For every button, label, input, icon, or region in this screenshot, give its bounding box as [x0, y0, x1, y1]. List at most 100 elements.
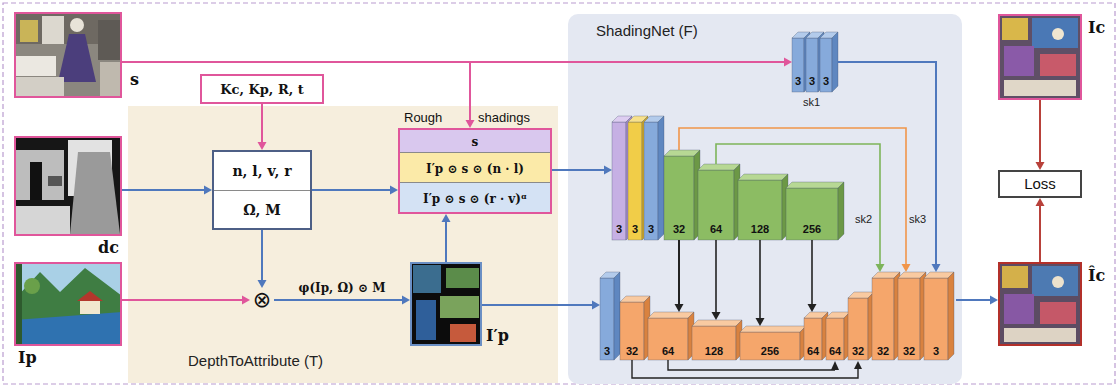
predicted-image [1002, 266, 1028, 288]
captured-image [1032, 18, 1078, 48]
channel-number: 64 [710, 222, 722, 236]
text-row: ⊗ [250, 288, 274, 312]
decoder-blocks [600, 272, 954, 360]
channel-number: 32 [673, 222, 685, 236]
predicted-image [1004, 328, 1076, 342]
text-row: Ω, M [214, 190, 310, 228]
connector-line [274, 299, 404, 301]
connector-line [552, 169, 606, 171]
depth-map [14, 136, 122, 236]
channel-number: 3 [933, 344, 939, 358]
skip-connection [854, 361, 862, 369]
node-text: Rough [404, 109, 442, 127]
connector-line [678, 240, 680, 306]
captured-image [1004, 46, 1034, 76]
region-ground [128, 106, 558, 383]
skip-connection [831, 361, 839, 370]
skip-connection [902, 264, 911, 272]
decoder-blocks [692, 320, 742, 326]
conv-blocks [792, 32, 838, 92]
projector-image [14, 262, 122, 346]
arrow-head [784, 58, 792, 67]
encoder-stack: 3333264128256 [612, 112, 848, 240]
decoder-stack: 3326412825664643232323 [600, 268, 956, 360]
image-frame: Îc [998, 262, 1082, 346]
text-row: Loss [1000, 172, 1080, 196]
skip-connection [759, 240, 761, 318]
connector-line [956, 299, 992, 301]
connector [1036, 198, 1045, 262]
node-text: shadings [478, 109, 530, 127]
scene-photo [14, 12, 122, 98]
skip-connection [715, 240, 717, 312]
projector-image [77, 291, 103, 301]
predicted-image [998, 262, 1082, 346]
image-frame: s [14, 12, 122, 98]
node-text: n, l, v, r [232, 163, 291, 179]
channel-number: 64 [807, 344, 819, 358]
connector [312, 186, 398, 195]
decoder-blocks [620, 302, 644, 360]
warped-image [410, 262, 482, 346]
conv-blocks [792, 38, 804, 92]
encoder-blocks [786, 188, 838, 240]
decoder-blocks [648, 318, 688, 360]
projector-image [80, 300, 100, 314]
encoder-blocks [838, 182, 844, 240]
encoder-blocks [628, 122, 642, 240]
node-text: Kc, Kp, R, t [220, 82, 304, 97]
connector-line [122, 61, 786, 63]
connector-line [261, 230, 263, 282]
decoder-blocks [848, 298, 868, 360]
encoder-blocks [664, 156, 694, 240]
channel-number: 3 [795, 74, 801, 88]
channel-number: 32 [877, 344, 889, 358]
depth-map [14, 206, 70, 236]
encoder-blocks [738, 180, 782, 240]
skip-connection [679, 128, 906, 264]
channel-number: 3 [648, 222, 654, 236]
connector-line [1039, 100, 1041, 164]
captured-image [1002, 18, 1028, 40]
channel-number: 3 [809, 74, 815, 88]
encoder-blocks [698, 170, 734, 240]
depth-map [14, 150, 64, 200]
param-box: Kc, Kp, R, t [200, 74, 324, 104]
skip-connection [712, 312, 721, 320]
depth-map [30, 162, 42, 200]
image-frame: I′p [410, 262, 482, 346]
arrow-head [604, 166, 612, 175]
encoder-blocks [612, 122, 626, 240]
connector [122, 62, 475, 128]
decoder-blocks [872, 278, 894, 360]
conv-stack: 333 [792, 30, 838, 92]
image-frame: Ip [14, 262, 122, 346]
decoder-blocks [826, 318, 844, 360]
skip-connection [811, 240, 813, 304]
projector-image [24, 278, 40, 294]
channel-number: 256 [803, 222, 821, 236]
scene-photo [20, 20, 38, 42]
decoder-blocks [614, 272, 620, 360]
node-text: I′p [486, 326, 509, 346]
skip-connection [716, 144, 880, 264]
node-text: Ip [18, 348, 37, 368]
arrow-head [675, 304, 684, 312]
node-text: s [130, 70, 139, 90]
connector-line [445, 220, 447, 262]
decoder-blocks [740, 326, 806, 332]
encoder-blocks [644, 122, 658, 240]
node-text: Ω, M [243, 202, 281, 218]
channel-number: 32 [903, 344, 915, 358]
decoder-blocks [948, 272, 954, 360]
channel-number: 256 [761, 344, 779, 358]
channel-number: 64 [662, 344, 674, 358]
connector [675, 240, 684, 312]
encoder-blocks [698, 164, 740, 170]
encoder-blocks [658, 116, 664, 240]
depth-map [70, 152, 120, 234]
connector-line [838, 62, 936, 266]
